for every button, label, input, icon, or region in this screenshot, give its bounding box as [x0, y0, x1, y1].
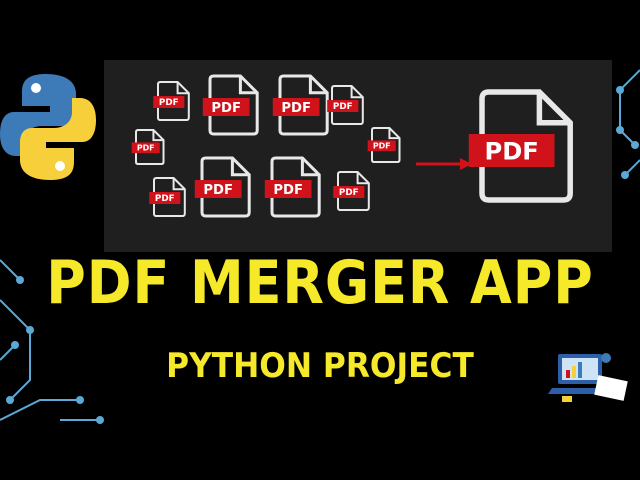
pdf-label: PDF: [211, 101, 241, 116]
circuit-lines-left: [0, 259, 104, 424]
pdf-file-icon: PDF: [367, 127, 401, 163]
laptop-illustration-icon: [548, 353, 628, 402]
pdf-label: PDF: [159, 98, 179, 108]
pdf-label: PDF: [281, 101, 311, 116]
pdf-file-icon: PDF: [194, 156, 251, 218]
pdf-file-icon: PDF: [149, 177, 186, 217]
pdf-file-icon: PDF: [272, 74, 329, 136]
pdf-label: PDF: [137, 144, 155, 153]
circuit-lines-right: [616, 69, 640, 179]
pdf-file-icon: PDF: [327, 85, 364, 125]
python-logo-icon: [0, 74, 96, 180]
pdf-file-icon: PDF: [468, 89, 573, 203]
pdf-merge-panel: PDF PDF PDF PDF PDF PDF PDF PDF PDF PDF PDF: [104, 60, 612, 252]
pdf-label: PDF: [155, 194, 175, 204]
right-arrow-icon: [416, 158, 472, 170]
main-title: PDF MERGER APP: [46, 248, 594, 318]
pdf-file-icon: PDF: [131, 129, 165, 165]
pdf-label: PDF: [273, 183, 303, 198]
pdf-label: PDF: [333, 102, 353, 112]
pdf-file-icon: PDF: [153, 81, 190, 121]
pdf-file-icon: PDF: [264, 156, 321, 218]
pdf-label: PDF: [373, 142, 391, 151]
pdf-label: PDF: [339, 188, 359, 198]
pdf-label: PDF: [203, 183, 233, 198]
pdf-label: PDF: [484, 137, 538, 165]
subtitle: PYTHON PROJECT: [166, 346, 474, 386]
pdf-file-icon: PDF: [202, 74, 259, 136]
pdf-file-icon: PDF: [333, 171, 370, 211]
